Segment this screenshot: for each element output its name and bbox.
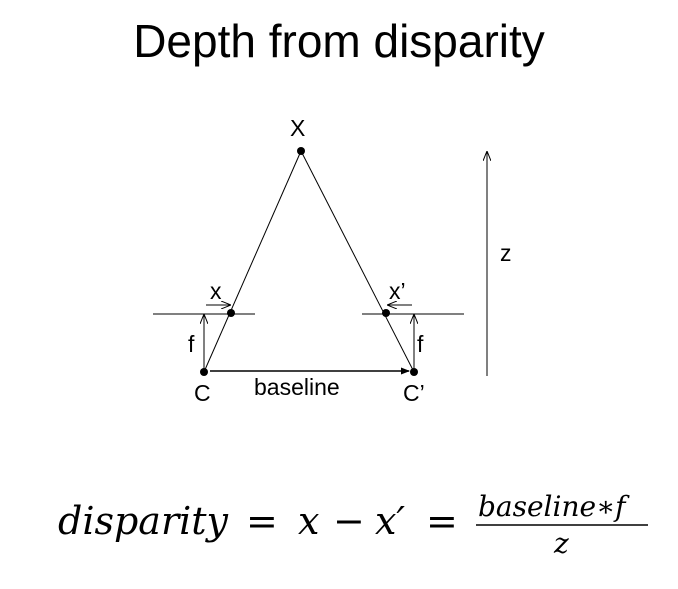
ray-left [203, 150, 302, 373]
disparity-equation: disparity = x − x′ = baseline∗f z [58, 490, 648, 560]
image-x-left-label: x [210, 278, 222, 304]
equation-equals-2: = [426, 499, 458, 543]
camera-left-dot [200, 368, 208, 376]
image-point-right-dot [382, 309, 390, 317]
focal-right-label: f [417, 331, 424, 357]
camera-right-dot [410, 368, 418, 376]
equation-minus: − [333, 499, 365, 543]
image-point-left-dot [227, 309, 235, 317]
depth-label: z [500, 240, 512, 266]
equation-equals-1: = [246, 499, 278, 543]
camera-left-label: C [194, 380, 211, 406]
ray-right [300, 150, 415, 373]
equation-x-prime: x′ [375, 499, 405, 543]
image-x-right-label: x’ [389, 278, 406, 304]
slide-title: Depth from disparity [133, 15, 545, 67]
equation-lhs: disparity [58, 499, 229, 543]
camera-right-label: C’ [403, 380, 425, 406]
focal-left-label: f [188, 331, 195, 357]
equation-x: x [298, 499, 319, 543]
baseline-label: baseline [254, 374, 340, 400]
equation-denominator: z [553, 527, 569, 560]
point-x-label: X [290, 115, 305, 141]
equation-numerator: baseline∗f [478, 490, 630, 523]
